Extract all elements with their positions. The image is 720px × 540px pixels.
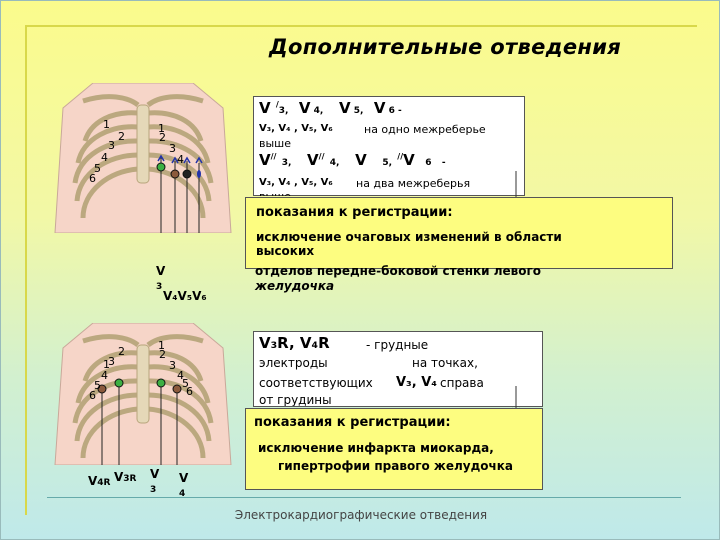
lead-line-2a-bottom: электроды xyxy=(259,356,328,370)
lead-line-3-leads-bottom: V₃, V₄ xyxy=(396,375,437,390)
lead-line-2-leads: V₃, V₄ , V₅, V₆ xyxy=(259,123,333,134)
rib-number-5-left-b: 5 xyxy=(94,379,101,392)
rib-number-4-left: 4 xyxy=(101,151,108,164)
rib-number-1-right-b: 1 xyxy=(158,339,165,352)
lead-line-1-tail-bottom: - грудные xyxy=(366,338,429,352)
footer-text: Электрокардиографические отведения xyxy=(234,508,488,522)
indication-line-2-top: высоких xyxy=(256,244,315,258)
lead-title-bottom: V₃R, V₄R xyxy=(259,334,330,352)
lead-line-5-leads: V₃, V₄ , V₅, V₆ xyxy=(259,177,333,188)
frame-top-line xyxy=(25,25,697,27)
electrode-v4-bottom xyxy=(172,384,182,394)
rib-number-6-left-b: 6 xyxy=(89,389,96,402)
chest-label-v456-top: V₄V₅V₆ xyxy=(163,289,207,303)
indication-line-1-bottom: исключение инфаркта миокарда, xyxy=(258,441,494,455)
chest-diagram-top xyxy=(54,83,232,233)
rib-number-1-right: 1 xyxy=(158,122,165,135)
rib-number-1-left-b: 1 xyxy=(103,358,110,371)
rib-number-4-left-b: 4 xyxy=(101,369,108,382)
frame-left-line xyxy=(25,25,27,515)
rib-number-5-right-b: 5 xyxy=(182,377,189,390)
rib-number-2-right-b: 2 xyxy=(159,348,166,361)
page-title: Дополнительные отведения xyxy=(269,35,622,59)
lead-line-2b-bottom: на точках, xyxy=(412,356,478,370)
indication-title-top: показания к регистрации: xyxy=(256,205,453,220)
electrode-v3r xyxy=(114,378,124,388)
lead-line-2-note: на одно межреберье xyxy=(364,123,486,136)
rib-number-3-right: 3 xyxy=(169,142,176,155)
lead-line-3-note: выше xyxy=(259,137,292,150)
rib-number-2-left: 2 xyxy=(118,130,125,143)
rib-number-4-right-b: 4 xyxy=(177,369,184,382)
lead-line-3a-bottom: соответствующих xyxy=(259,376,373,390)
indication-box-bottom: показания к регистрации: исключение инфа… xyxy=(245,408,543,490)
lead-line-1: V /3, V 4, V 5, V 6 - xyxy=(259,99,402,117)
indication-line-1-top: исключение очаговых изменений в области xyxy=(256,230,562,244)
lead-line-4: V// 3, V// 4, V 5, //V 6 - xyxy=(259,151,446,169)
lead-description-box-bottom: V₃R, V₄R - грудные электроды на точках, … xyxy=(253,331,543,407)
indication-line-3-top: отделов передне-боковой стенки левого xyxy=(255,264,542,278)
electrode-v3-top xyxy=(156,162,166,172)
rib-number-5-left: 5 xyxy=(94,162,101,175)
indication-box-top: показания к регистрации: исключение очаг… xyxy=(245,197,673,269)
rib-number-1-left: 1 xyxy=(103,118,110,131)
rib-number-3-left: 3 xyxy=(108,139,115,152)
footer-divider xyxy=(47,497,681,498)
rib-number-3-right-b: 3 xyxy=(169,359,176,372)
chest-label-v3r: V3R xyxy=(114,470,137,484)
electrode-v6-top xyxy=(197,170,201,178)
electrode-v4-top xyxy=(170,169,180,179)
electrode-v5-top xyxy=(182,169,192,179)
indication-line-2-bottom: гипертрофии правого желудочка xyxy=(278,459,514,473)
electrode-v4r xyxy=(97,384,107,394)
rib-number-4-right: 4 xyxy=(177,153,184,166)
rib-number-2-left-b: 2 xyxy=(118,345,125,358)
chest-label-v4r: V4R xyxy=(88,474,111,488)
lead-line-3b-bottom: справа xyxy=(440,376,484,390)
lead-description-box-top: V /3, V 4, V 5, V 6 - V₃, V₄ , V₅, V₆ на… xyxy=(253,96,525,196)
indication-line-4-top: желудочка xyxy=(255,279,335,293)
rib-number-2-right: 2 xyxy=(159,131,166,144)
rib-number-6-right-b: 6 xyxy=(186,385,193,398)
lead-line-5-note: на два межреберья xyxy=(356,177,471,190)
chest-diagram-bottom xyxy=(54,323,232,465)
lead-line-6-note: выше xyxy=(259,190,291,196)
electrode-v3-bottom xyxy=(156,378,166,388)
rib-number-3-left-b: 3 xyxy=(108,355,115,368)
indication-title-bottom: показания к регистрации: xyxy=(254,415,451,430)
rib-number-6-left: 6 xyxy=(89,172,96,185)
lead-line-4-bottom: от грудины xyxy=(259,393,332,406)
